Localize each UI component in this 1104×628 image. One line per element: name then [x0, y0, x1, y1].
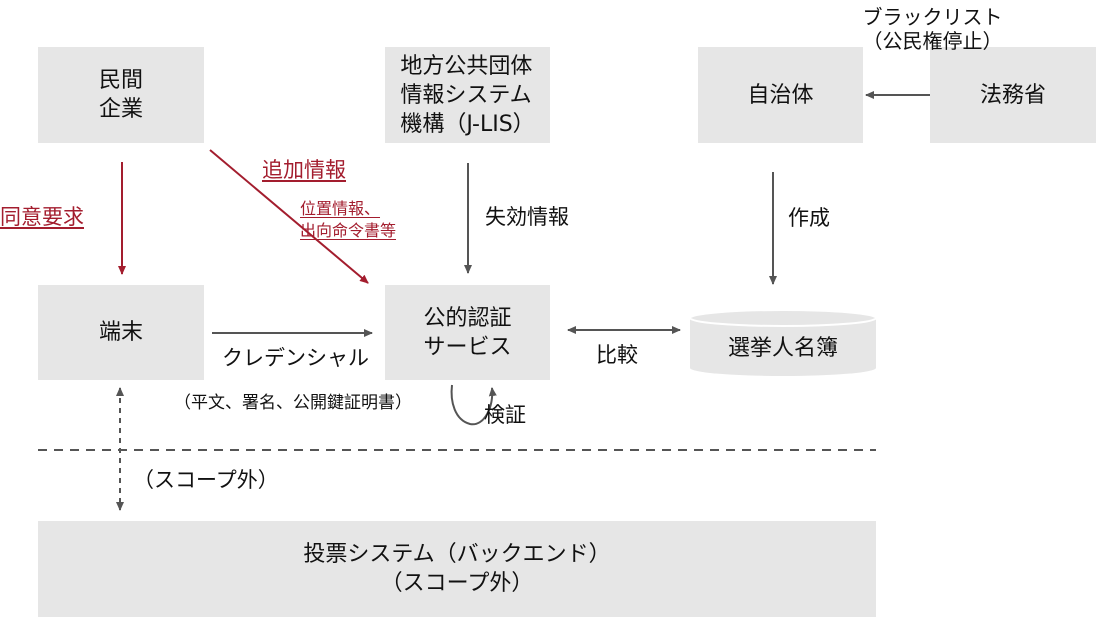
additional-info-label: 追加情報	[262, 158, 346, 182]
verify-label: 検証	[484, 403, 526, 427]
revocation-info-label: 失効情報	[485, 205, 569, 229]
private-company-label: 民間 企業	[98, 68, 143, 122]
jlis-label: 地方公共団体 情報システム 機構（J-LIS）	[400, 53, 535, 137]
consent-request-label: 同意要求	[0, 205, 84, 229]
private-company-box: 民間 企業	[38, 47, 204, 143]
out-of-scope-label: （スコープ外）	[133, 468, 279, 492]
voter-register-box: 選挙人名簿	[690, 326, 876, 370]
blacklist-label: ブラックリスト （公民権停止）	[862, 5, 1003, 53]
voting-system-label: 投票システム（バックエンド） （スコープ外）	[303, 542, 611, 596]
public-auth-service-label: 公的認証 サービス	[423, 305, 512, 360]
create-label: 作成	[788, 206, 830, 230]
terminal-label: 端末	[98, 320, 143, 345]
ministry-of-justice-box: 法務省	[930, 47, 1096, 143]
terminal-box: 端末	[38, 285, 204, 380]
municipality-label: 自治体	[747, 82, 814, 108]
voter-register-label: 選挙人名簿	[727, 335, 838, 361]
municipality-box: 自治体	[698, 47, 863, 143]
additional-info-detail-label: 位置情報、 出向命令書等	[300, 199, 397, 240]
voting-system-box: 投票システム（バックエンド） （スコープ外）	[38, 521, 876, 617]
compare-label: 比較	[596, 343, 638, 367]
jlis-box: 地方公共団体 情報システム 機構（J-LIS）	[385, 47, 550, 143]
ministry-of-justice-label: 法務省	[979, 82, 1046, 108]
credential-label: クレデンシャル	[222, 346, 369, 370]
public-auth-service-box: 公的認証 サービス	[385, 285, 550, 380]
credential-detail-label: （平文、署名、公開鍵証明書）	[174, 393, 412, 413]
